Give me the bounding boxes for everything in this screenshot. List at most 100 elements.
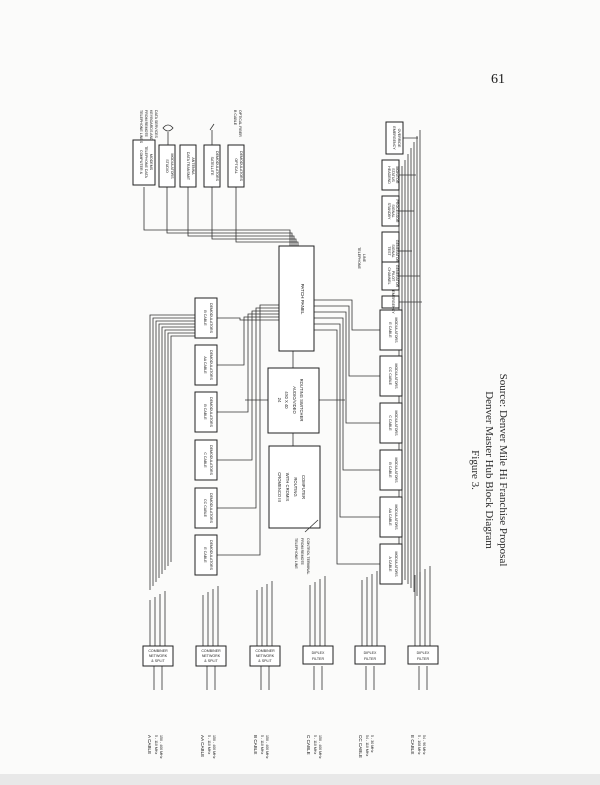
wire	[155, 320, 195, 582]
wire	[314, 317, 380, 471]
modulator-row: E CABLE MODULATORS CC CABLE MODULATORS C…	[379, 309, 403, 585]
cable-name: A CABLE	[147, 735, 152, 754]
wire	[149, 314, 195, 590]
svg-text:MODULATORS: MODULATORS	[394, 410, 398, 436]
wire	[314, 329, 380, 565]
wire	[314, 323, 380, 518]
top-labels: TELEPHONE LINES FROM REMOTE KEYBOARDS AN…	[139, 110, 242, 144]
svg-text:NETWORK: NETWORK	[202, 654, 221, 658]
svg-text:FILTER: FILTER	[312, 657, 325, 661]
svg-text:AA CABLE: AA CABLE	[388, 508, 392, 526]
computer-line: CROMENCO III	[277, 472, 282, 502]
computer-line: COMPUTER	[301, 475, 306, 499]
svg-text:CC CABLE: CC CABLE	[203, 499, 207, 518]
wire	[217, 304, 279, 556]
svg-text:STUDIO: STUDIO	[165, 159, 169, 173]
svg-text:KEYBOARDS AND: KEYBOARDS AND	[149, 110, 153, 141]
wire	[211, 187, 297, 246]
svg-text:5 - 108 MHz: 5 - 108 MHz	[417, 735, 421, 755]
wire	[217, 313, 279, 413]
svg-text:SATELLITE: SATELLITE	[210, 157, 214, 176]
svg-text:COMBINER: COMBINER	[255, 649, 275, 653]
svg-text:5 - 110 MHz: 5 - 110 MHz	[313, 735, 317, 755]
svg-text:DEMODULATORS: DEMODULATORS	[239, 151, 243, 182]
top-input-modules: COMPUTER & TELEPHONE DATA MODEMS STUDIO …	[132, 139, 245, 188]
svg-text:MONITOR: MONITOR	[395, 167, 399, 184]
wire	[314, 299, 380, 331]
scan-edge	[0, 774, 600, 785]
cable-name: E CABLE	[410, 735, 415, 754]
svg-text:OPTICAL: OPTICAL	[234, 158, 238, 173]
patch-panel-label: PATCH PANEL	[300, 284, 305, 315]
wire	[143, 187, 291, 246]
computer-line: ROUTING	[293, 477, 298, 496]
svg-text:A CABLE: A CABLE	[388, 557, 392, 573]
svg-text:5 - 110 MHz: 5 - 110 MHz	[207, 735, 211, 755]
svg-text:SIGNAL: SIGNAL	[391, 244, 395, 257]
svg-text:CC CABLE: CC CABLE	[388, 367, 392, 386]
svg-text:5 - 110 MHz: 5 - 110 MHz	[154, 735, 158, 755]
combiner-row: COMBINER NETWORK & SPLIT COMBINER NETWOR…	[142, 645, 439, 667]
svg-text:CHANNEL: CHANNEL	[387, 267, 391, 284]
cable-labels: A CABLE 5 - 110 MHz 150 - 400 MHz AA CAB…	[147, 735, 426, 759]
wire	[187, 187, 295, 246]
routing-switcher-line: 4X0 X 40	[284, 391, 289, 409]
svg-text:FILTER: FILTER	[364, 657, 377, 661]
svg-text:DEMODULATORS: DEMODULATORS	[209, 397, 213, 428]
svg-text:DIPLEX: DIPLEX	[364, 651, 377, 655]
remote-terminal-label: TELEPHONE LINE FROM REMOTE CONTROL TERMI…	[294, 538, 310, 575]
svg-text:& SPLIT: & SPLIT	[151, 659, 165, 663]
svg-text:150 - 400 MHz: 150 - 400 MHz	[318, 735, 322, 759]
caption-line-3: Source: Denver Mile Hi Franchise Proposa…	[497, 374, 509, 567]
remote-terminal-line: CONTROL TERMINAL	[306, 538, 310, 575]
wire	[158, 323, 195, 578]
svg-text:TELEPHONE DATA: TELEPHONE DATA	[144, 146, 148, 178]
svg-text:FILTER: FILTER	[417, 657, 430, 661]
svg-text:DIPLEX: DIPLEX	[312, 651, 325, 655]
svg-text:DEMODULATORS: DEMODULATORS	[209, 540, 213, 571]
svg-text:B CABLE: B CABLE	[233, 110, 237, 126]
svg-text:MODULATORS: MODULATORS	[394, 457, 398, 483]
wire	[314, 305, 380, 377]
remote-terminal-line: TELEPHONE LINE	[294, 538, 298, 569]
routing-switcher-line: 24	[277, 398, 282, 403]
svg-text:C CABLE: C CABLE	[203, 452, 207, 468]
antenna-icon	[162, 124, 174, 145]
svg-text:PILOT: PILOT	[391, 271, 395, 282]
svg-text:COMBINER: COMBINER	[201, 649, 221, 653]
wire	[170, 335, 195, 562]
svg-text:ANTENNA: ANTENNA	[191, 157, 195, 175]
telephone-line-label: TELEPHONE	[357, 247, 361, 269]
svg-text:MODEMS: MODEMS	[149, 154, 153, 171]
svg-text:TELEPHONE LINES: TELEPHONE LINES	[139, 110, 143, 144]
svg-text:OPTICAL FIBER: OPTICAL FIBER	[238, 110, 242, 137]
wire	[152, 317, 195, 586]
svg-text:DIPLEX: DIPLEX	[417, 651, 430, 655]
caption-line-2: Denver Master Hub Block Diagram	[483, 391, 495, 549]
svg-text:FROM REMOTE: FROM REMOTE	[144, 110, 148, 138]
svg-text:C CABLE: C CABLE	[388, 415, 392, 431]
cable-name: C CABLE	[306, 735, 311, 755]
caption-line-1: Figure 3.	[469, 450, 481, 490]
svg-text:STATUS: STATUS	[391, 168, 395, 182]
svg-text:COMPUTER &: COMPUTER &	[139, 150, 143, 175]
routing-computer: CROMENCO III WITH CROMIX ROUTING COMPUTE…	[268, 445, 321, 529]
wire	[217, 317, 279, 321]
computer-line: WITH CROMIX	[285, 473, 290, 502]
svg-text:150 - 400 MHz: 150 - 400 MHz	[265, 735, 269, 759]
svg-text:DEMODULATORS: DEMODULATORS	[215, 151, 219, 182]
svg-text:NETWORK: NETWORK	[149, 654, 168, 658]
svg-text:MODULATORS: MODULATORS	[394, 551, 398, 577]
wire	[161, 326, 195, 574]
wire	[314, 311, 380, 424]
svg-text:DATA TRANSMIT: DATA TRANSMIT	[186, 152, 190, 181]
svg-text:B CABLE: B CABLE	[203, 310, 207, 326]
svg-text:TEST: TEST	[387, 246, 391, 256]
wire	[166, 187, 293, 246]
svg-text:B CABLE: B CABLE	[388, 462, 392, 478]
svg-text:DEMODULATORS: DEMODULATORS	[209, 350, 213, 381]
svg-text:MODULATORS: MODULATORS	[170, 153, 174, 179]
svg-text:COMBINER: COMBINER	[148, 649, 168, 653]
remote-terminal-line: FROM REMOTE	[300, 538, 304, 566]
